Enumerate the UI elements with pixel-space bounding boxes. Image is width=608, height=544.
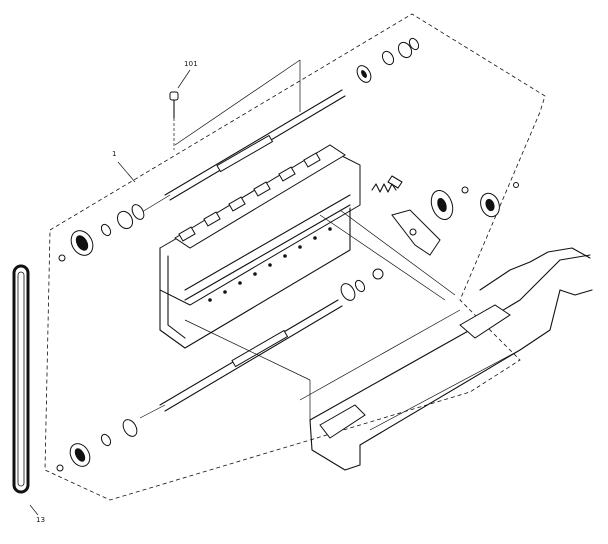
lower-right-gears — [340, 268, 384, 301]
construction-line — [339, 209, 456, 296]
construction-line — [319, 214, 446, 301]
construction-line — [174, 59, 301, 146]
leader-line-screw — [177, 69, 191, 89]
base-housing — [299, 247, 593, 471]
lever-bracket — [391, 182, 519, 256]
callout-assembly-label: 1 — [112, 150, 117, 158]
leader-line-assembly — [117, 161, 136, 183]
construction-line — [184, 319, 311, 381]
lower-left-gears — [56, 419, 138, 472]
screw-part — [169, 91, 179, 150]
main-frame — [159, 144, 361, 349]
leader-line-belt — [29, 504, 39, 516]
upper-left-gears — [58, 204, 145, 262]
callout-screw-label: 101 — [184, 60, 198, 68]
upper-shaft — [141, 89, 346, 213]
assembly-boundary — [44, 13, 546, 501]
upper-right-gears — [356, 37, 420, 83]
lower-shaft — [139, 299, 343, 419]
drive-belt — [12, 264, 30, 494]
frame-teeth — [178, 152, 321, 242]
frame-holes — [208, 227, 332, 302]
callout-belt-label: 13 — [36, 516, 46, 524]
spring-part — [371, 175, 403, 193]
